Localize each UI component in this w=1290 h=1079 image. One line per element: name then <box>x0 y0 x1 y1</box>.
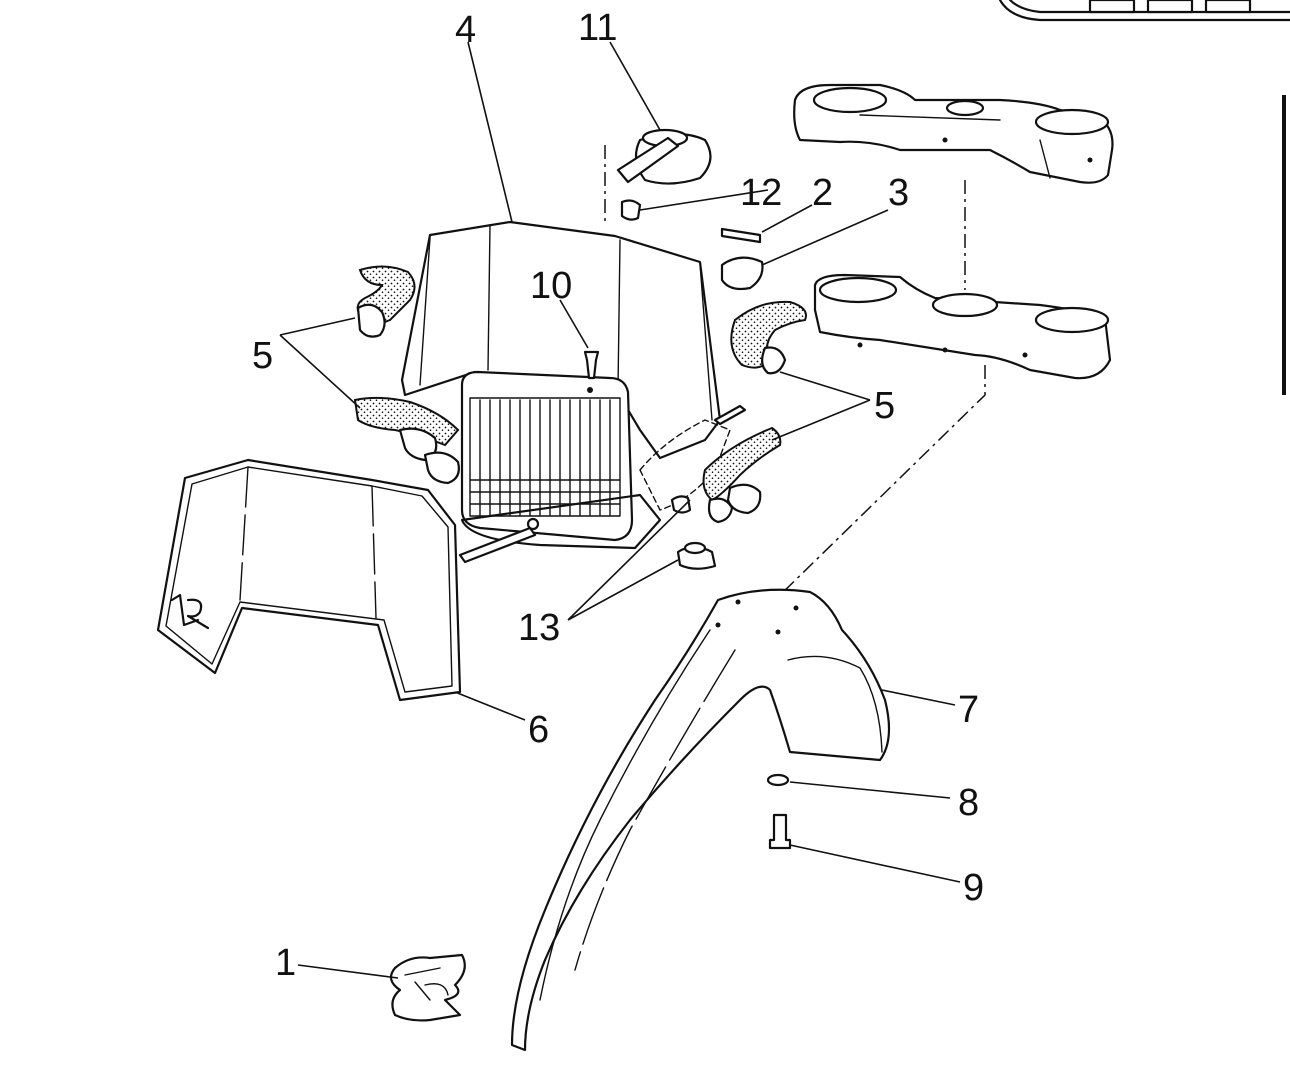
brand-logo-icon <box>998 0 1290 22</box>
washer-8 <box>766 773 790 787</box>
lower-triple-clamp <box>813 273 1112 380</box>
windshield <box>156 458 462 702</box>
rubber-mount-left-lower <box>353 396 460 485</box>
callout-3: 3 <box>888 172 909 214</box>
bolt-9 <box>768 813 792 850</box>
headlight-cowl <box>400 220 722 460</box>
callout-7: 7 <box>958 689 979 731</box>
upper-triple-clamp <box>793 83 1114 184</box>
windshield-decal <box>170 593 210 630</box>
headlight-lens <box>460 370 662 550</box>
callout-11: 11 <box>578 7 617 49</box>
clip-3 <box>720 256 764 291</box>
rubber-mount-right-upper <box>730 300 807 375</box>
bolt-right <box>713 404 747 426</box>
horn-11 <box>616 128 712 185</box>
callout-6: 6 <box>528 709 549 751</box>
leader-lines <box>279 41 961 979</box>
rubber-mount-left-upper <box>356 265 416 338</box>
callout-1: 1 <box>275 942 296 984</box>
callout-8: 8 <box>958 782 979 824</box>
nut-12 <box>620 199 642 221</box>
front-fender <box>510 588 891 1052</box>
fender-decal <box>389 953 466 1022</box>
callout-13: 13 <box>518 607 560 649</box>
pin-2 <box>720 227 762 244</box>
callout-10: 10 <box>530 265 572 307</box>
callout-5-right: 5 <box>874 385 895 427</box>
callout-4: 4 <box>455 9 476 51</box>
callout-5-left: 5 <box>252 335 273 377</box>
callout-9: 9 <box>963 867 984 909</box>
bolt-left <box>458 517 540 564</box>
grommet-13a <box>670 495 692 514</box>
callout-2: 2 <box>812 172 833 214</box>
grommet-13b <box>676 541 717 570</box>
callout-12: 12 <box>740 172 782 214</box>
screw-10 <box>583 350 600 393</box>
rubber-mount-right-lower <box>702 426 782 524</box>
